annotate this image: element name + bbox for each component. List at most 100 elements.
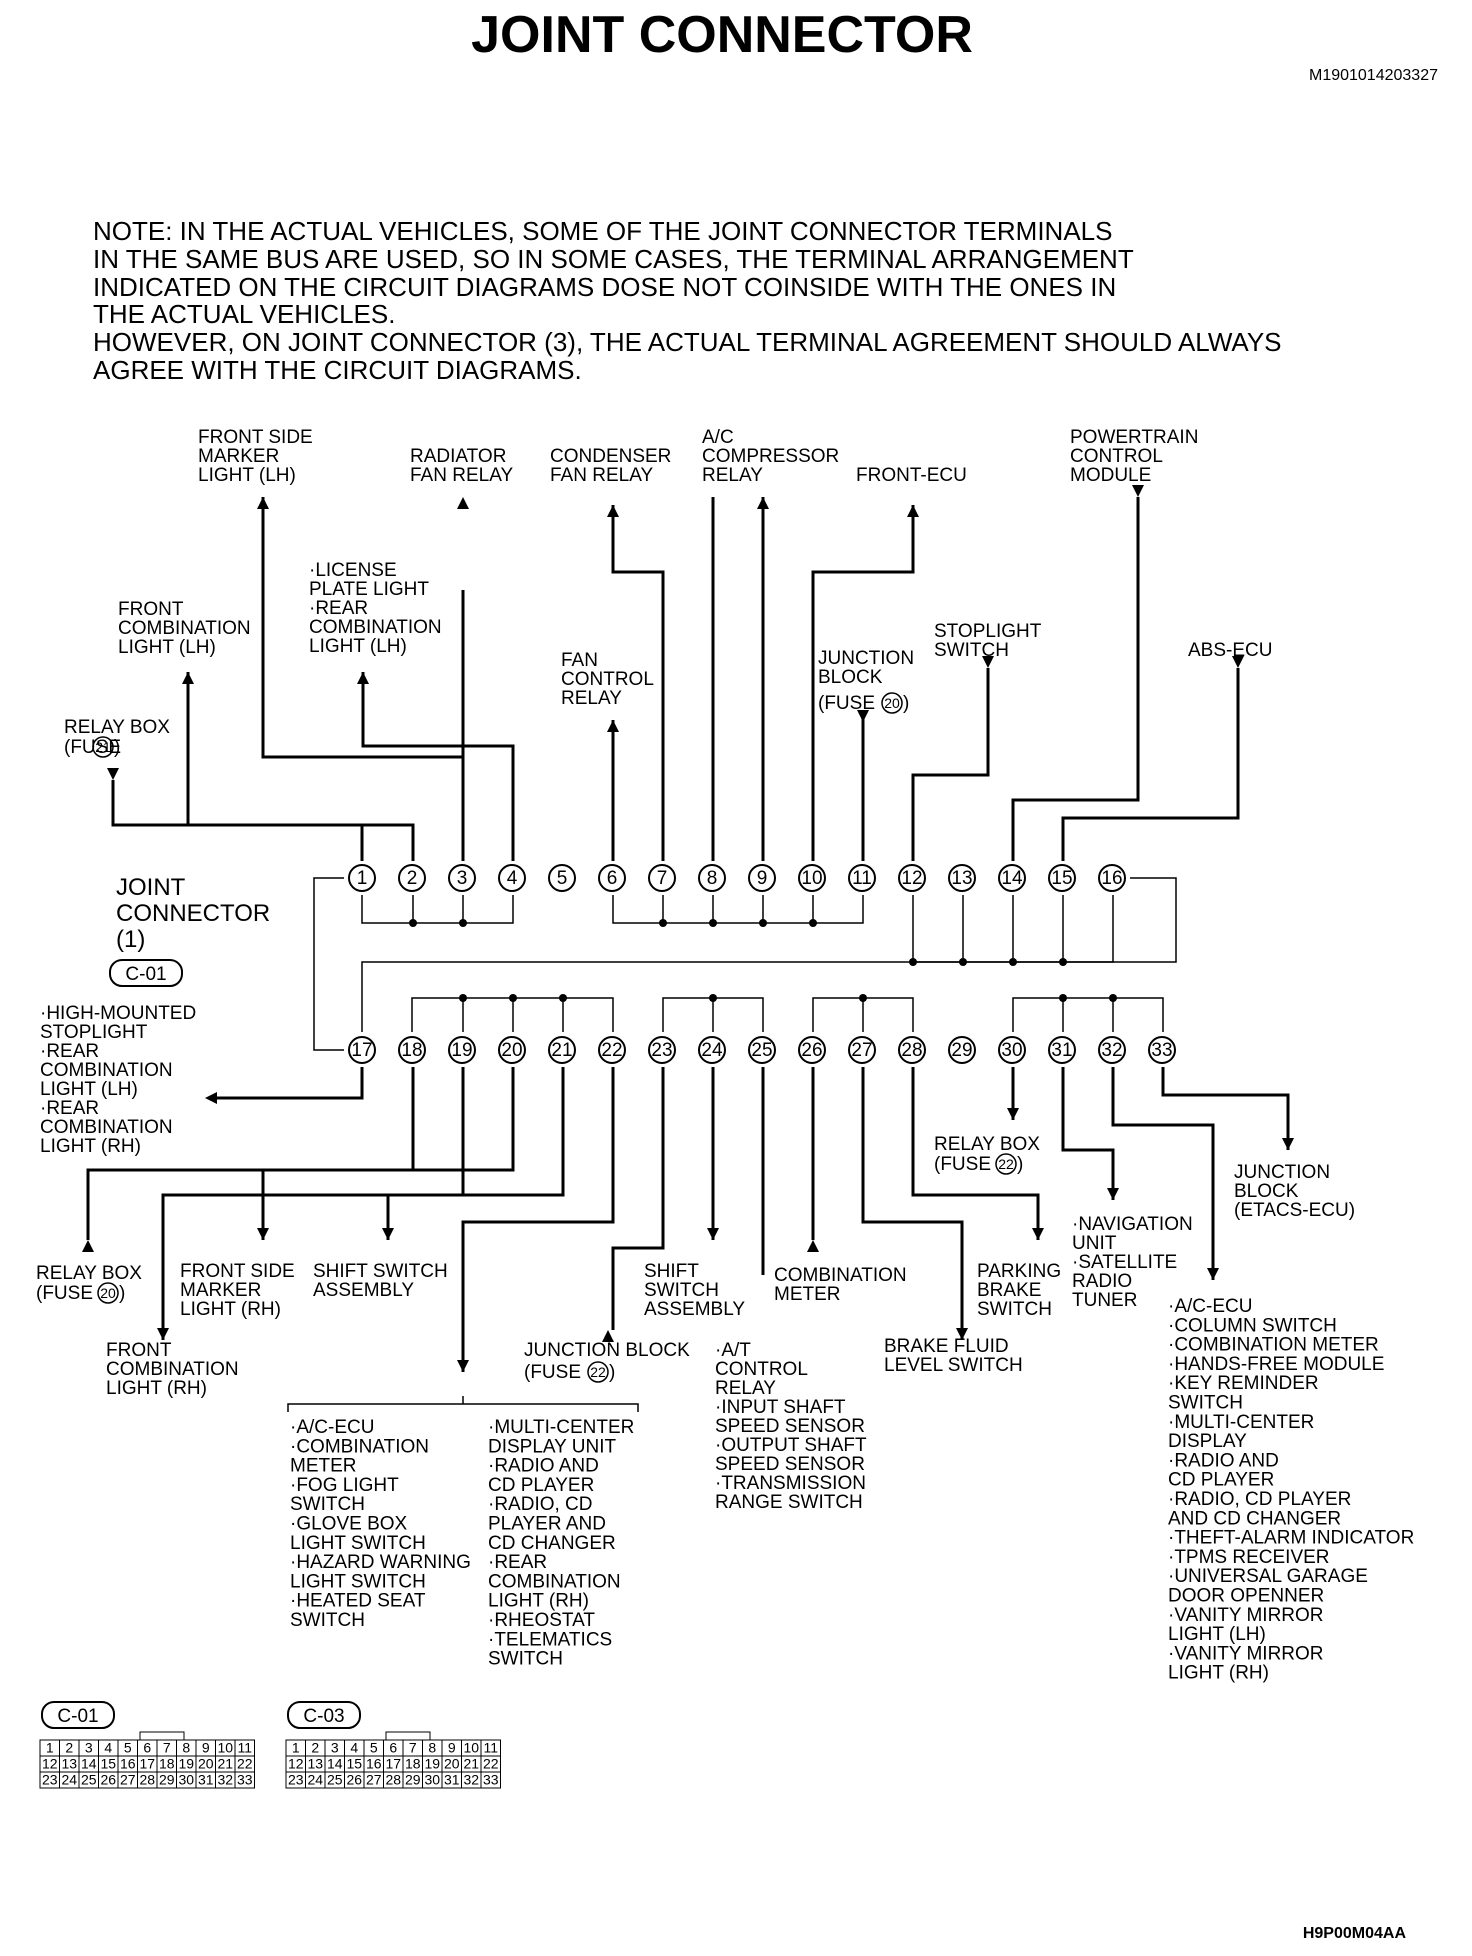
face-cell: 14 [327,1756,343,1772]
face-cell: 32 [217,1772,233,1788]
label-relay-box-fuse-20: RELAY BOX (FUSE 20 ) [36,1263,142,1304]
pin-number: 3 [457,868,468,889]
pin-number: 31 [1051,1040,1072,1061]
label-parking-brake-switch: PARKING BRAKE SWITCH [977,1261,1061,1320]
face-cell: 10 [217,1740,233,1756]
pin-number: 21 [551,1040,572,1061]
note-line: HOWEVER, ON JOINT CONNECTOR (3), THE ACT… [93,327,1282,357]
face-cell: 5 [370,1740,378,1756]
fuse-number: 22 [998,1156,1014,1172]
face-cell: 13 [307,1756,323,1772]
label-navigation-unit: ·NAVIGATION UNIT ·SATELLITE RADIO TUNER [1072,1214,1193,1311]
pin-terminal: 1 [348,864,376,892]
label-fan-control-relay: FAN CONTROL RELAY [561,650,654,709]
label-line: ) [119,1283,125,1304]
face-cell: 29 [159,1772,175,1788]
pin-number: 26 [801,1040,822,1061]
label-line: ·MULTI-CENTER [488,1417,634,1438]
pin-number: 23 [651,1040,672,1061]
label-line: CONDENSER [550,446,671,467]
pin-terminal: 22 [598,1036,626,1064]
pin-number: 16 [1101,868,1122,889]
pin-terminal: 15 [1048,864,1076,892]
label-line: LIGHT (LH) [1168,1624,1266,1645]
pin-terminal: 31 [1048,1036,1076,1064]
top-labels: FRONT SIDE MARKER LIGHT (LH) RADIATOR FA… [64,427,1272,758]
label-line: SPEED SENSOR [715,1454,865,1475]
pin-terminal: 12 [898,864,926,892]
fuse-number: 22 [590,1364,606,1380]
label-line: SHIFT SWITCH [313,1261,448,1282]
note-line: THE ACTUAL VEHICLES. [93,299,395,329]
face-cell: 17 [139,1756,155,1772]
label-group-left: ·A/C-ECU·COMBINATION METER·FOG LIGHT SWI… [290,1417,471,1631]
pin-number: 32 [1101,1040,1122,1061]
label-line: ·RADIO, CD PLAYER [1168,1489,1351,1510]
label-line: ·COMBINATION [290,1436,429,1457]
label-line: MARKER [180,1280,261,1301]
pin-number: 27 [851,1040,872,1061]
pin-terminal: 3 [448,864,476,892]
label-license-plate: ·LICENSE PLATE LIGHT ·REAR COMBINATION L… [309,560,442,657]
label-line: DOOR OPENNER [1168,1586,1324,1607]
label-line: SWITCH [290,1494,365,1515]
label-front-side-marker-rh: FRONT SIDE MARKER LIGHT (RH) [180,1261,295,1320]
label-line: (FUSE [818,693,875,714]
label-line: ·HEATED SEAT [290,1591,426,1612]
label-line: CD CHANGER [488,1533,616,1554]
label-line: FAN RELAY [410,465,513,486]
pin-terminal: 16 [1098,864,1126,892]
label-line: ·TELEMATICS [488,1629,612,1650]
label-line: ·TPMS RECEIVER [1168,1547,1330,1568]
face-cell: 16 [366,1756,382,1772]
face-cell: 27 [120,1772,136,1788]
pin-number: 19 [451,1040,472,1061]
face-view-tag: C-01 [57,1706,98,1727]
face-cell: 33 [483,1772,499,1788]
label-line: ·REAR [40,1041,99,1062]
face-cell: 32 [463,1772,479,1788]
label-line: ·LICENSE [309,560,397,581]
label-etacs-list: ·A/C-ECU·COLUMN SWITCH·COMBINATION METER… [1168,1296,1414,1684]
label-line: SWITCH [290,1610,365,1631]
pin-number: 22 [601,1040,622,1061]
face-cell: 14 [81,1756,97,1772]
label-line: COMBINATION [488,1571,621,1592]
face-cell: 9 [202,1740,210,1756]
label-line: SWITCH [644,1280,719,1301]
face-cell: 21 [463,1756,479,1772]
label-line: PARKING [977,1261,1061,1282]
label-relay-box-fuse-22: RELAY BOX (FUSE 22 ) [934,1134,1040,1175]
label-line: ASSEMBLY [313,1280,414,1301]
label-line: FRONT [118,599,184,620]
label-line: CONTROL [1070,446,1163,467]
pin-number: 11 [852,868,872,889]
face-cell: 30 [424,1772,440,1788]
label-line: RELAY BOX [934,1134,1040,1155]
label-line: ) [1017,1154,1023,1175]
label-front-combination-rh: FRONT COMBINATION LIGHT (RH) [106,1340,239,1399]
label-line: ·RADIO AND [1168,1450,1279,1471]
label-combination-meter: COMBINATION METER [774,1265,907,1305]
label-high-mounted-stoplight: ·HIGH-MOUNTED STOPLIGHT ·REAR COMBINATIO… [40,1003,196,1157]
pin-terminal: 24 [698,1036,726,1064]
face-cell: 4 [350,1740,358,1756]
bottom-labels: ·HIGH-MOUNTED STOPLIGHT ·REAR COMBINATIO… [36,1003,1414,1684]
label-line: FRONT SIDE [180,1261,295,1282]
label-line: LIGHT (LH) [198,465,296,486]
face-cell: 7 [409,1740,417,1756]
pin-number: 1 [357,868,368,889]
pin-terminal: 30 [998,1036,1026,1064]
label-line: FAN [561,650,598,671]
label-line: LIGHT SWITCH [290,1533,426,1554]
label-line: ·RADIO, CD [488,1494,593,1515]
pin-terminal: 18 [398,1036,426,1064]
face-cell: 18 [159,1756,175,1772]
face-cell: 19 [424,1756,440,1772]
label-line: RELAY [561,688,622,709]
face-cell: 5 [124,1740,132,1756]
pin-number: 4 [507,868,518,889]
pin-number: 7 [657,868,668,889]
pin-number: 30 [1001,1040,1022,1061]
